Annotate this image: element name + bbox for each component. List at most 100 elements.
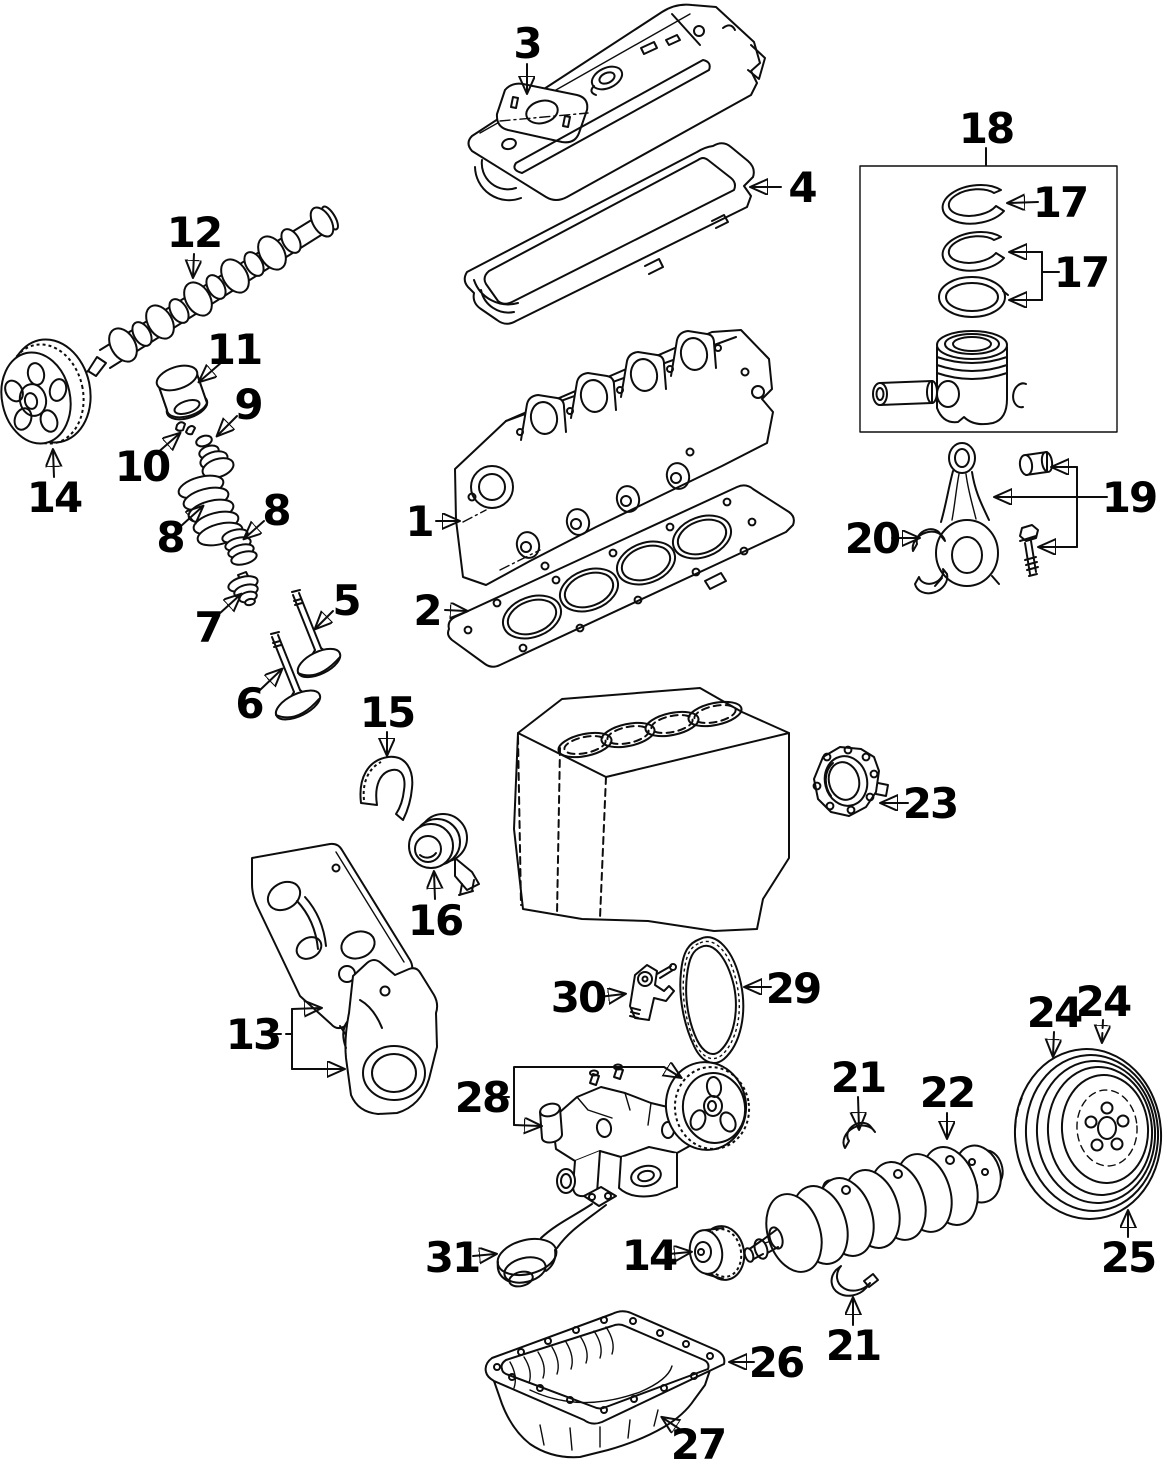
leader-line: [663, 1418, 685, 1432]
callout-11-6: 11: [200, 325, 263, 381]
leader-line: [444, 610, 466, 611]
timing-belt-drawing: [359, 755, 414, 821]
leader-line: [1053, 1031, 1054, 1055]
callout-label-10: 10: [115, 442, 170, 491]
callout-30-23: 30: [551, 973, 624, 1022]
callout-label-16: 16: [408, 896, 462, 945]
callout-16-21: 16: [408, 873, 464, 945]
callout-label-17: 17: [1033, 178, 1087, 227]
leader-line: [218, 595, 240, 615]
oil-pan-drawing: [484, 1310, 726, 1459]
callout-9-7: 9: [218, 380, 264, 435]
callout-17-3: 17: [1009, 178, 1089, 227]
callout-label-26: 26: [749, 1338, 803, 1387]
callout-label-27: 27: [671, 1420, 725, 1468]
callout-2-16: 2: [413, 586, 466, 635]
callout-7-12: 7: [194, 595, 240, 652]
rod-bolt-drawing: [1019, 524, 1039, 577]
oil-pump-drawing: [539, 1063, 696, 1198]
callout-13-22: 13: [226, 1008, 343, 1069]
callout-label-2: 2: [413, 586, 440, 635]
callout-label-21: 21: [831, 1053, 885, 1102]
callout-23-19: 23: [882, 779, 959, 828]
callout-26-34: 26: [731, 1338, 805, 1387]
callout-label-23: 23: [903, 779, 957, 828]
crank-pulley-drawing: [1013, 1048, 1163, 1220]
cylinder-head-drawing: [454, 329, 774, 586]
leader-line: [291, 1008, 320, 1009]
connecting-rod-drawing: [934, 442, 1000, 587]
callout-label-5: 5: [332, 576, 359, 625]
rod-bushing-drawing: [1018, 451, 1054, 476]
camshaft-drawing: [81, 205, 339, 377]
leader-line: [598, 994, 624, 997]
callout-28-25: 28: [455, 1067, 680, 1126]
camshaft-sprocket-drawing: [0, 338, 92, 445]
callout-12-5: 12: [167, 208, 223, 276]
leader-line: [259, 670, 281, 691]
callout-label-24: 24: [1027, 988, 1082, 1037]
callout-label-3: 3: [513, 19, 540, 68]
callout-label-19: 19: [1102, 473, 1156, 522]
callout-29-24: 29: [746, 964, 822, 1013]
piston-drawing: [936, 330, 1008, 426]
leader-line: [245, 520, 265, 538]
callout-label-12: 12: [167, 208, 221, 257]
spring-retainer-rotator-drawing: [227, 571, 259, 607]
callout-label-21: 21: [826, 1321, 880, 1370]
callout-label-11: 11: [207, 325, 261, 374]
crank-sprocket-drawing: [688, 1225, 746, 1281]
callout-10-8: 10: [115, 434, 179, 491]
callout-18-2: 18: [959, 104, 1015, 166]
callout-14-32: 14: [622, 1231, 690, 1280]
callout-31-31: 31: [425, 1233, 495, 1282]
callout-label-1: 1: [405, 497, 432, 546]
valve-spring-inner-drawing: [221, 528, 258, 566]
head-gasket-drawing: [447, 484, 795, 668]
callout-3-0: 3: [513, 19, 543, 92]
callout-4-1: 4: [752, 163, 818, 212]
callout-label-6: 6: [235, 679, 262, 728]
oil-pump-sprocket-drawing: [664, 1061, 751, 1151]
belt-tensioner-drawing: [408, 813, 480, 896]
callout-6-14: 6: [235, 670, 281, 728]
callout-20-18: 20: [845, 514, 918, 563]
leader-line: [858, 1096, 859, 1128]
callout-21-26: 21: [831, 1053, 887, 1128]
callout-label-18: 18: [959, 104, 1013, 153]
leader-line: [155, 434, 179, 455]
callout-14-9: 14: [27, 451, 84, 522]
leader-line: [200, 361, 223, 381]
wrist-pin-drawing: [872, 380, 938, 406]
callout-22-27: 22: [920, 1068, 976, 1137]
main-bearing-lower-drawing: [830, 1265, 879, 1297]
leader-line: [1102, 1019, 1103, 1041]
engine-block-drawing: [513, 687, 790, 932]
valve-lifter-drawing: [155, 364, 209, 421]
callout-label-7: 7: [194, 603, 221, 652]
piston-ring-second-drawing: [941, 230, 1005, 272]
callout-15-20: 15: [360, 688, 416, 754]
leader-line: [513, 1125, 540, 1126]
main-bearing-upper-drawing: [842, 1121, 876, 1149]
oil-pump-chain-drawing: [679, 936, 745, 1064]
leader-line: [316, 610, 334, 628]
timing-cover-lower-drawing: [342, 959, 439, 1115]
callout-1-15: 1: [405, 497, 458, 546]
piston-oil-ring-drawing: [938, 276, 1009, 318]
leader-line: [1009, 202, 1039, 203]
callout-label-14: 14: [622, 1231, 677, 1280]
callout-label-31: 31: [425, 1233, 479, 1282]
callout-label-8: 8: [156, 513, 183, 562]
valve-cover-gasket-drawing: [463, 142, 755, 325]
callout-label-20: 20: [845, 514, 900, 563]
callout-24-28: 24: [1027, 988, 1084, 1055]
callout-label-13: 13: [226, 1010, 280, 1059]
leader-line: [472, 1254, 495, 1256]
callout-label-29: 29: [766, 964, 820, 1013]
leader-line: [53, 451, 54, 478]
pin-circlip-drawing: [1012, 382, 1027, 409]
callout-19-17: 19: [996, 467, 1158, 547]
